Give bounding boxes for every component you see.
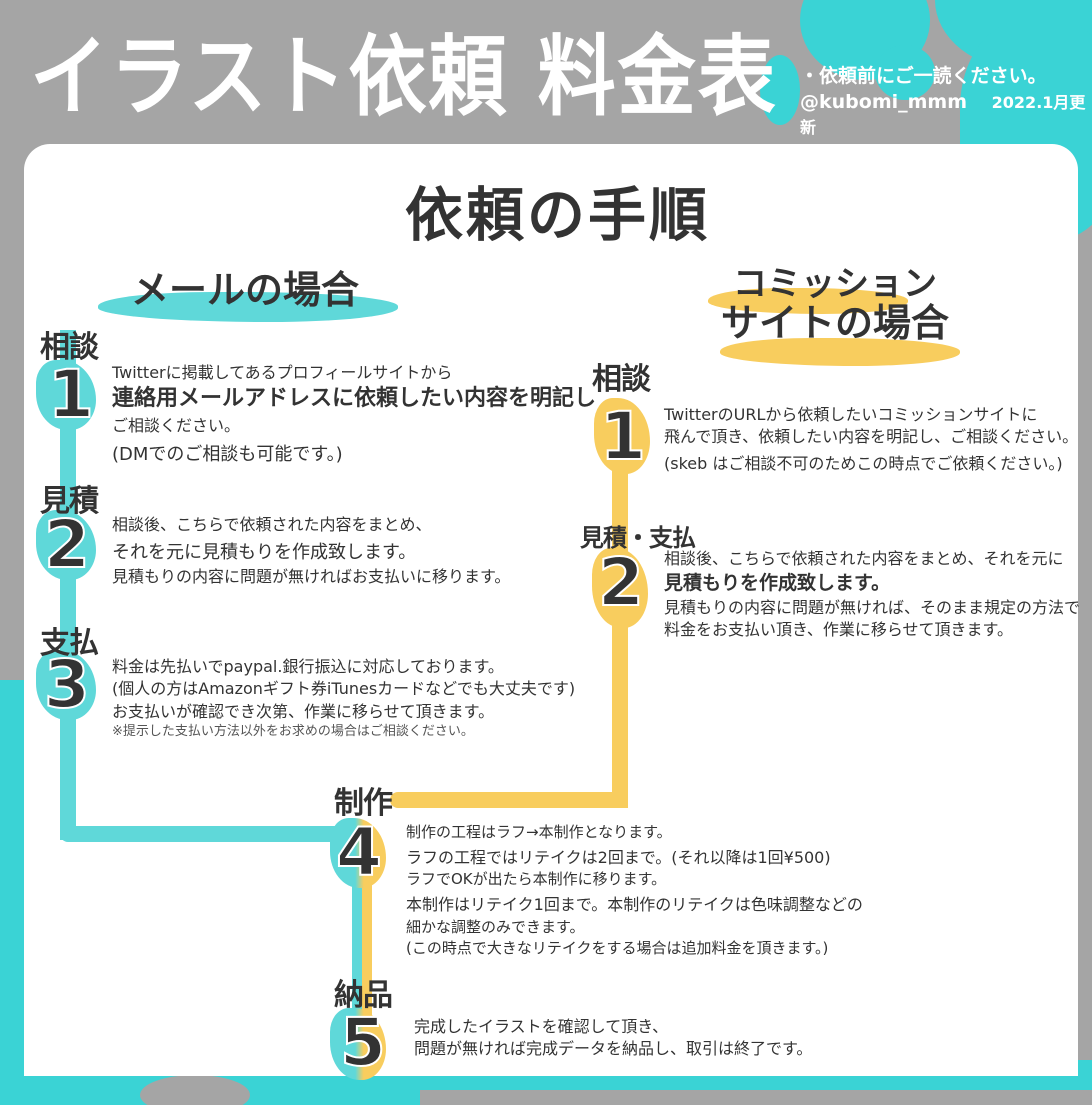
- step-splash: [330, 1008, 386, 1080]
- step-description: 完成したイラストを確認して頂き、 問題が無ければ完成データを納品し、取引は終了で…: [414, 1017, 813, 1059]
- author-handle: @kubomi_mmm: [800, 90, 968, 113]
- step-label-payment: 支払: [40, 626, 99, 661]
- main-title: 依頼の手順: [405, 181, 711, 249]
- step-description: Twitterに掲載してあるプロフィールサイトから 連絡用メールアドレスに依頼し…: [112, 363, 597, 465]
- step-number: 5: [339, 1004, 387, 1081]
- step-number: 4: [335, 814, 383, 891]
- step-description: 相談後、こちらで依頼された内容をまとめ、 それを元に見積もりを作成致します。 見…: [112, 515, 511, 586]
- step-splash: [594, 398, 650, 474]
- step-description: 制作の工程はラフ→本制作となります。 ラフの工程ではリテイクは2回まで。(それ以…: [406, 823, 863, 957]
- step-description: 料金は先払いでpaypal.銀行振込に対応しております。 (個人の方はAmazo…: [112, 657, 576, 740]
- step-label-estimate-payment: 見積・支払: [580, 524, 696, 552]
- email-heading-brush: [98, 292, 398, 322]
- step-splash: [36, 360, 96, 430]
- email-route-line: [352, 840, 362, 1040]
- read-before-request-note: ・依頼前にご一読ください。: [800, 65, 1047, 87]
- step-label-production: 制作: [334, 786, 393, 821]
- step-description: TwitterのURLから依頼したいコミッションサイトに 飛んで頂き、依頼したい…: [664, 405, 1079, 473]
- commission-route-line: [362, 840, 372, 1040]
- decorative-blob: [875, 45, 935, 100]
- commission-flow-heading: コミッション サイトの場合: [720, 264, 949, 346]
- commission-route-line: [390, 792, 628, 808]
- header-info: ・依頼前にご一読ください。 @kubomi_mmm 2022.1月更新: [800, 64, 1092, 141]
- step-splash: [36, 510, 96, 580]
- step-label-consult: 相談: [592, 362, 651, 397]
- commission-heading-brush: [708, 288, 908, 314]
- decorative-blob: [760, 55, 800, 125]
- decorative-blob: [140, 1075, 250, 1105]
- step-splash: [330, 818, 386, 888]
- email-flow-heading: メールの場合: [130, 268, 359, 312]
- commission-heading-brush: [720, 338, 960, 366]
- step-number: 3: [43, 646, 91, 723]
- step-number: 2: [43, 506, 91, 583]
- step-label-estimate: 見積: [40, 484, 99, 519]
- author-line: @kubomi_mmm 2022.1月更新: [800, 90, 1092, 141]
- step-splash: [36, 650, 96, 720]
- updated-date: 2022.1月更新: [800, 92, 1086, 138]
- page-header-title: イラスト依頼 料金表: [30, 27, 778, 129]
- step-number: 1: [599, 398, 647, 475]
- step-number: 2: [597, 544, 645, 621]
- email-route-line: [60, 826, 360, 842]
- step-splash: [592, 548, 648, 628]
- step-label-consult: 相談: [40, 330, 99, 365]
- decorative-blob: [420, 1090, 1092, 1105]
- step-label-delivery: 納品: [334, 978, 393, 1013]
- step-description: 相談後、こちらで依頼された内容をまとめ、それを元に 見積もりを作成致します。 見…: [664, 549, 1081, 640]
- step-number: 1: [47, 356, 95, 433]
